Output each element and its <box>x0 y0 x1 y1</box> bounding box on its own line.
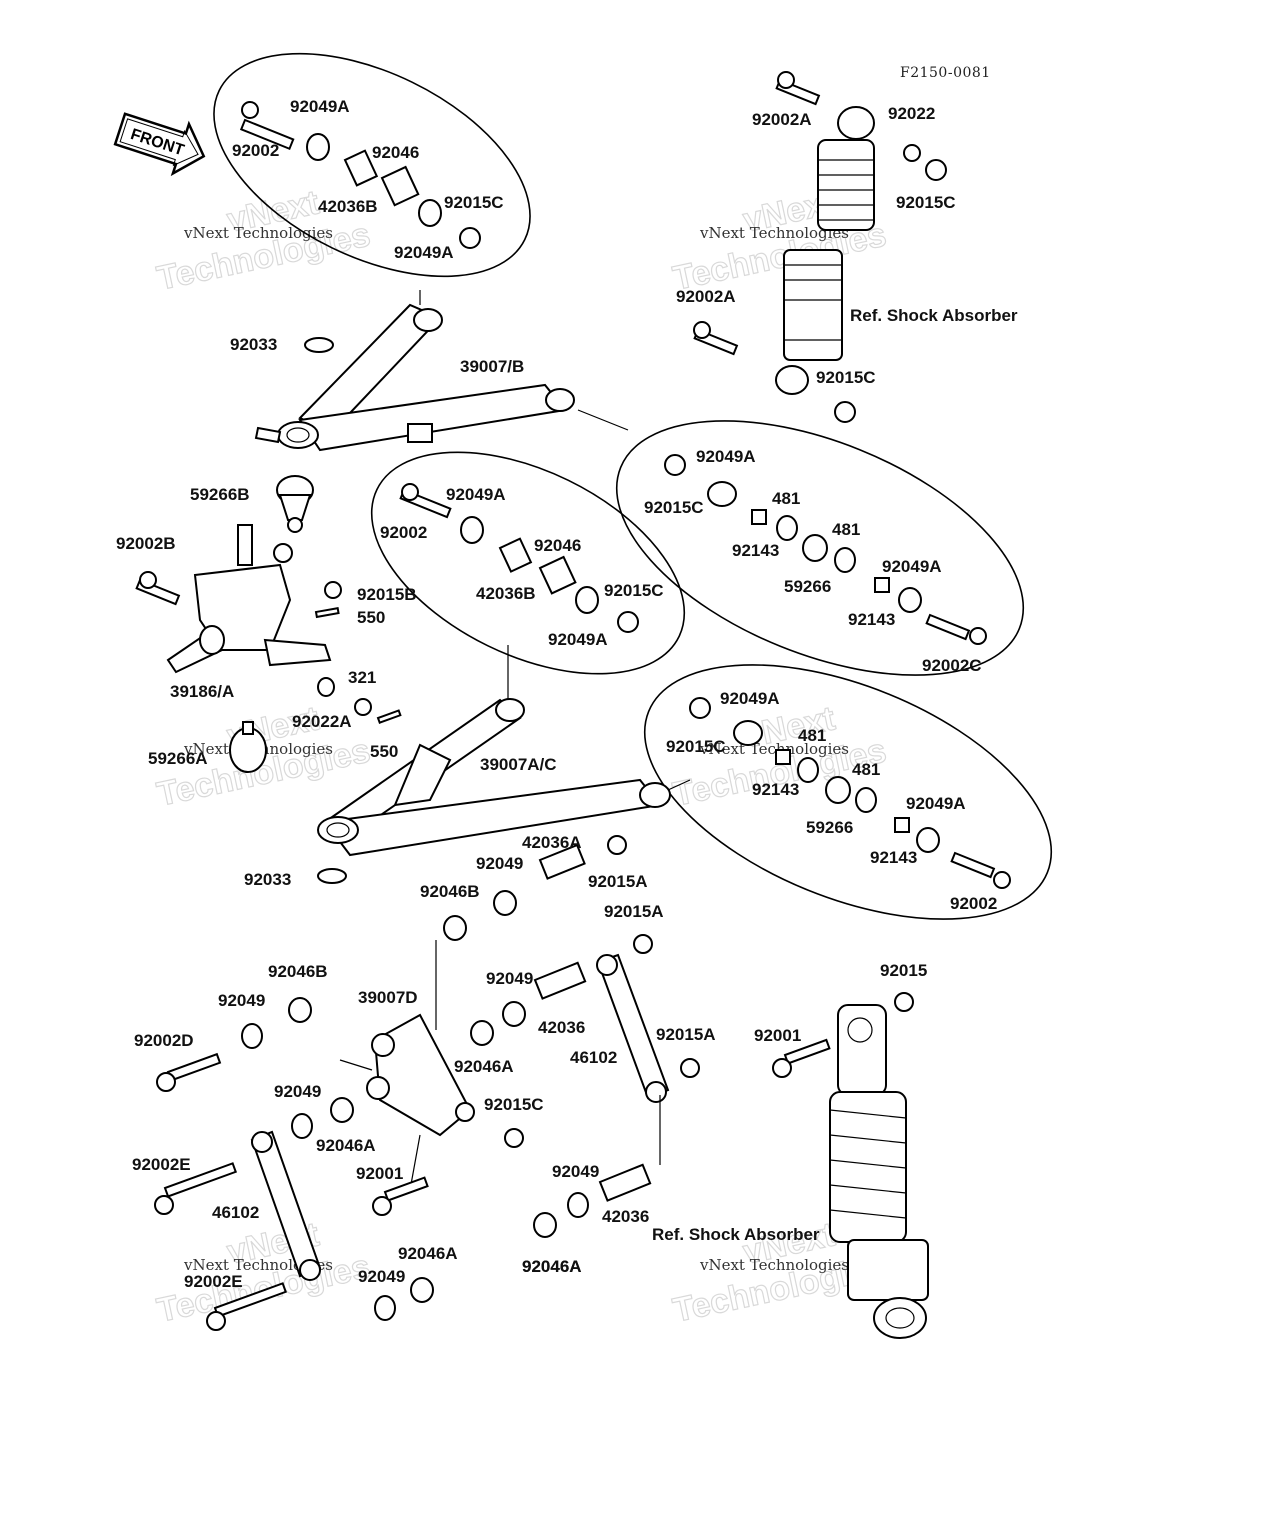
part-number-label: 92049 <box>486 969 533 988</box>
rear-linkage <box>250 940 670 1281</box>
part-number-label: 92002 <box>232 141 279 160</box>
diagram-ref-code: F2150-0081 <box>900 65 991 81</box>
part-number-label: 46102 <box>570 1048 617 1067</box>
part-number-label: 92002E <box>132 1155 191 1174</box>
reference-label: Ref. Shock Absorber <box>652 1225 820 1244</box>
part-number-label: 46102 <box>212 1203 259 1222</box>
part-number-label: 92143 <box>752 780 799 799</box>
hardware-parts <box>135 71 1011 1331</box>
part-number-label: 42036 <box>538 1018 585 1037</box>
part-labels: 92049A 92002 92046 42036B 92015C 92049A 92002A… <box>116 97 1018 1291</box>
part-number-label: 92049 <box>274 1082 321 1101</box>
part-number-label: 550 <box>357 608 385 627</box>
part-number-label: 92015A <box>588 872 648 891</box>
part-number-label: 39186/A <box>170 682 234 701</box>
front-arrow-icon: FRONT <box>113 112 206 177</box>
part-number-label: 92015B <box>357 585 417 604</box>
steering-knuckle <box>166 475 332 773</box>
part-number-label: 92049A <box>696 447 756 466</box>
part-number-label: 550 <box>370 742 398 761</box>
part-number-label: 92143 <box>848 610 895 629</box>
part-number-label: 481 <box>832 520 860 539</box>
part-number-label: 92143 <box>870 848 917 867</box>
part-number-label: 92049A <box>446 485 506 504</box>
part-number-label: 92002A <box>676 287 736 306</box>
part-number-label: 92049 <box>358 1267 405 1286</box>
part-number-label: 92046A <box>398 1244 458 1263</box>
part-number-label: 92002E <box>184 1272 243 1291</box>
part-number-label: 92002B <box>116 534 176 553</box>
part-number-label: 42036B <box>476 584 536 603</box>
part-number-label: 92049A <box>906 794 966 813</box>
part-number-label: 92049A <box>290 97 350 116</box>
part-number-label: 92046 <box>534 536 581 555</box>
part-number-label: 92015A <box>656 1025 716 1044</box>
part-number-label: 92046A <box>454 1057 514 1076</box>
part-number-label: 59266 <box>784 577 831 596</box>
detail-ovals <box>213 52 1053 920</box>
part-number-label: 92049A <box>548 630 608 649</box>
part-number-label: 92001 <box>754 1026 801 1045</box>
part-number-label: 92049A <box>882 557 942 576</box>
watermark-small: vNext Technologies <box>183 224 333 242</box>
part-number-label: 92046A <box>522 1257 582 1276</box>
part-number-label: 39007/B <box>460 357 524 376</box>
part-number-label: 92002C <box>922 656 982 675</box>
part-number-label: 92002D <box>134 1031 194 1050</box>
part-number-label: 481 <box>852 760 880 779</box>
watermark-small: vNext Technologies <box>699 224 849 242</box>
part-number-label: 42036 <box>602 1207 649 1226</box>
part-number-label: 39007D <box>358 988 418 1007</box>
part-number-label: 92015C <box>896 193 956 212</box>
part-number-label: 59266 <box>806 818 853 837</box>
part-number-label: 92015C <box>484 1095 544 1114</box>
part-number-label: 92015C <box>666 737 726 756</box>
part-number-label: 321 <box>348 668 376 687</box>
watermark-small: vNext Technologies <box>699 740 849 758</box>
upper-a-arm <box>254 290 629 452</box>
part-number-label: 481 <box>772 489 800 508</box>
part-number-label: 92049 <box>218 991 265 1010</box>
part-number-label: 92015C <box>644 498 704 517</box>
part-number-label: 92022A <box>292 712 352 731</box>
part-number-label: 92022 <box>888 104 935 123</box>
part-number-label: 92046A <box>316 1136 376 1155</box>
part-number-label: 92049 <box>552 1162 599 1181</box>
lower-shock-absorber <box>829 1004 929 1339</box>
part-number-label: 92002A <box>752 110 812 129</box>
part-number-label: 92046A <box>522 1257 582 1276</box>
part-number-label: 92049A <box>394 243 454 262</box>
part-number-label: 39007A/C <box>480 755 557 774</box>
lower-a-arm <box>317 645 691 857</box>
part-number-label: 92033 <box>230 335 277 354</box>
part-number-label: 92015C <box>604 581 664 600</box>
part-number-label: 92002 <box>380 523 427 542</box>
part-number-label: 92033 <box>244 870 291 889</box>
part-number-label: 92046 <box>372 143 419 162</box>
part-number-label: 92015C <box>816 368 876 387</box>
part-number-label: 92049 <box>476 854 523 873</box>
watermark-small: vNext Technologies <box>699 1256 849 1274</box>
upper-shock-absorber <box>775 106 875 395</box>
part-number-label: 92015A <box>604 902 664 921</box>
part-number-label: 92143 <box>732 541 779 560</box>
part-number-label: 481 <box>798 726 826 745</box>
part-number-label: 92046B <box>420 882 480 901</box>
part-number-label: 92001 <box>356 1164 403 1183</box>
part-number-label: 92046B <box>268 962 328 981</box>
part-number-label: 92015C <box>444 193 504 212</box>
part-number-label: 92015 <box>880 961 927 980</box>
part-number-label: 59266B <box>190 485 250 504</box>
part-number-label: 92049A <box>720 689 780 708</box>
part-number-label: 59266A <box>148 749 208 768</box>
part-number-label: 42036A <box>522 833 582 852</box>
reference-label: Ref. Shock Absorber <box>850 306 1018 325</box>
part-number-label: 92002 <box>950 894 997 913</box>
part-number-label: 42036B <box>318 197 378 216</box>
